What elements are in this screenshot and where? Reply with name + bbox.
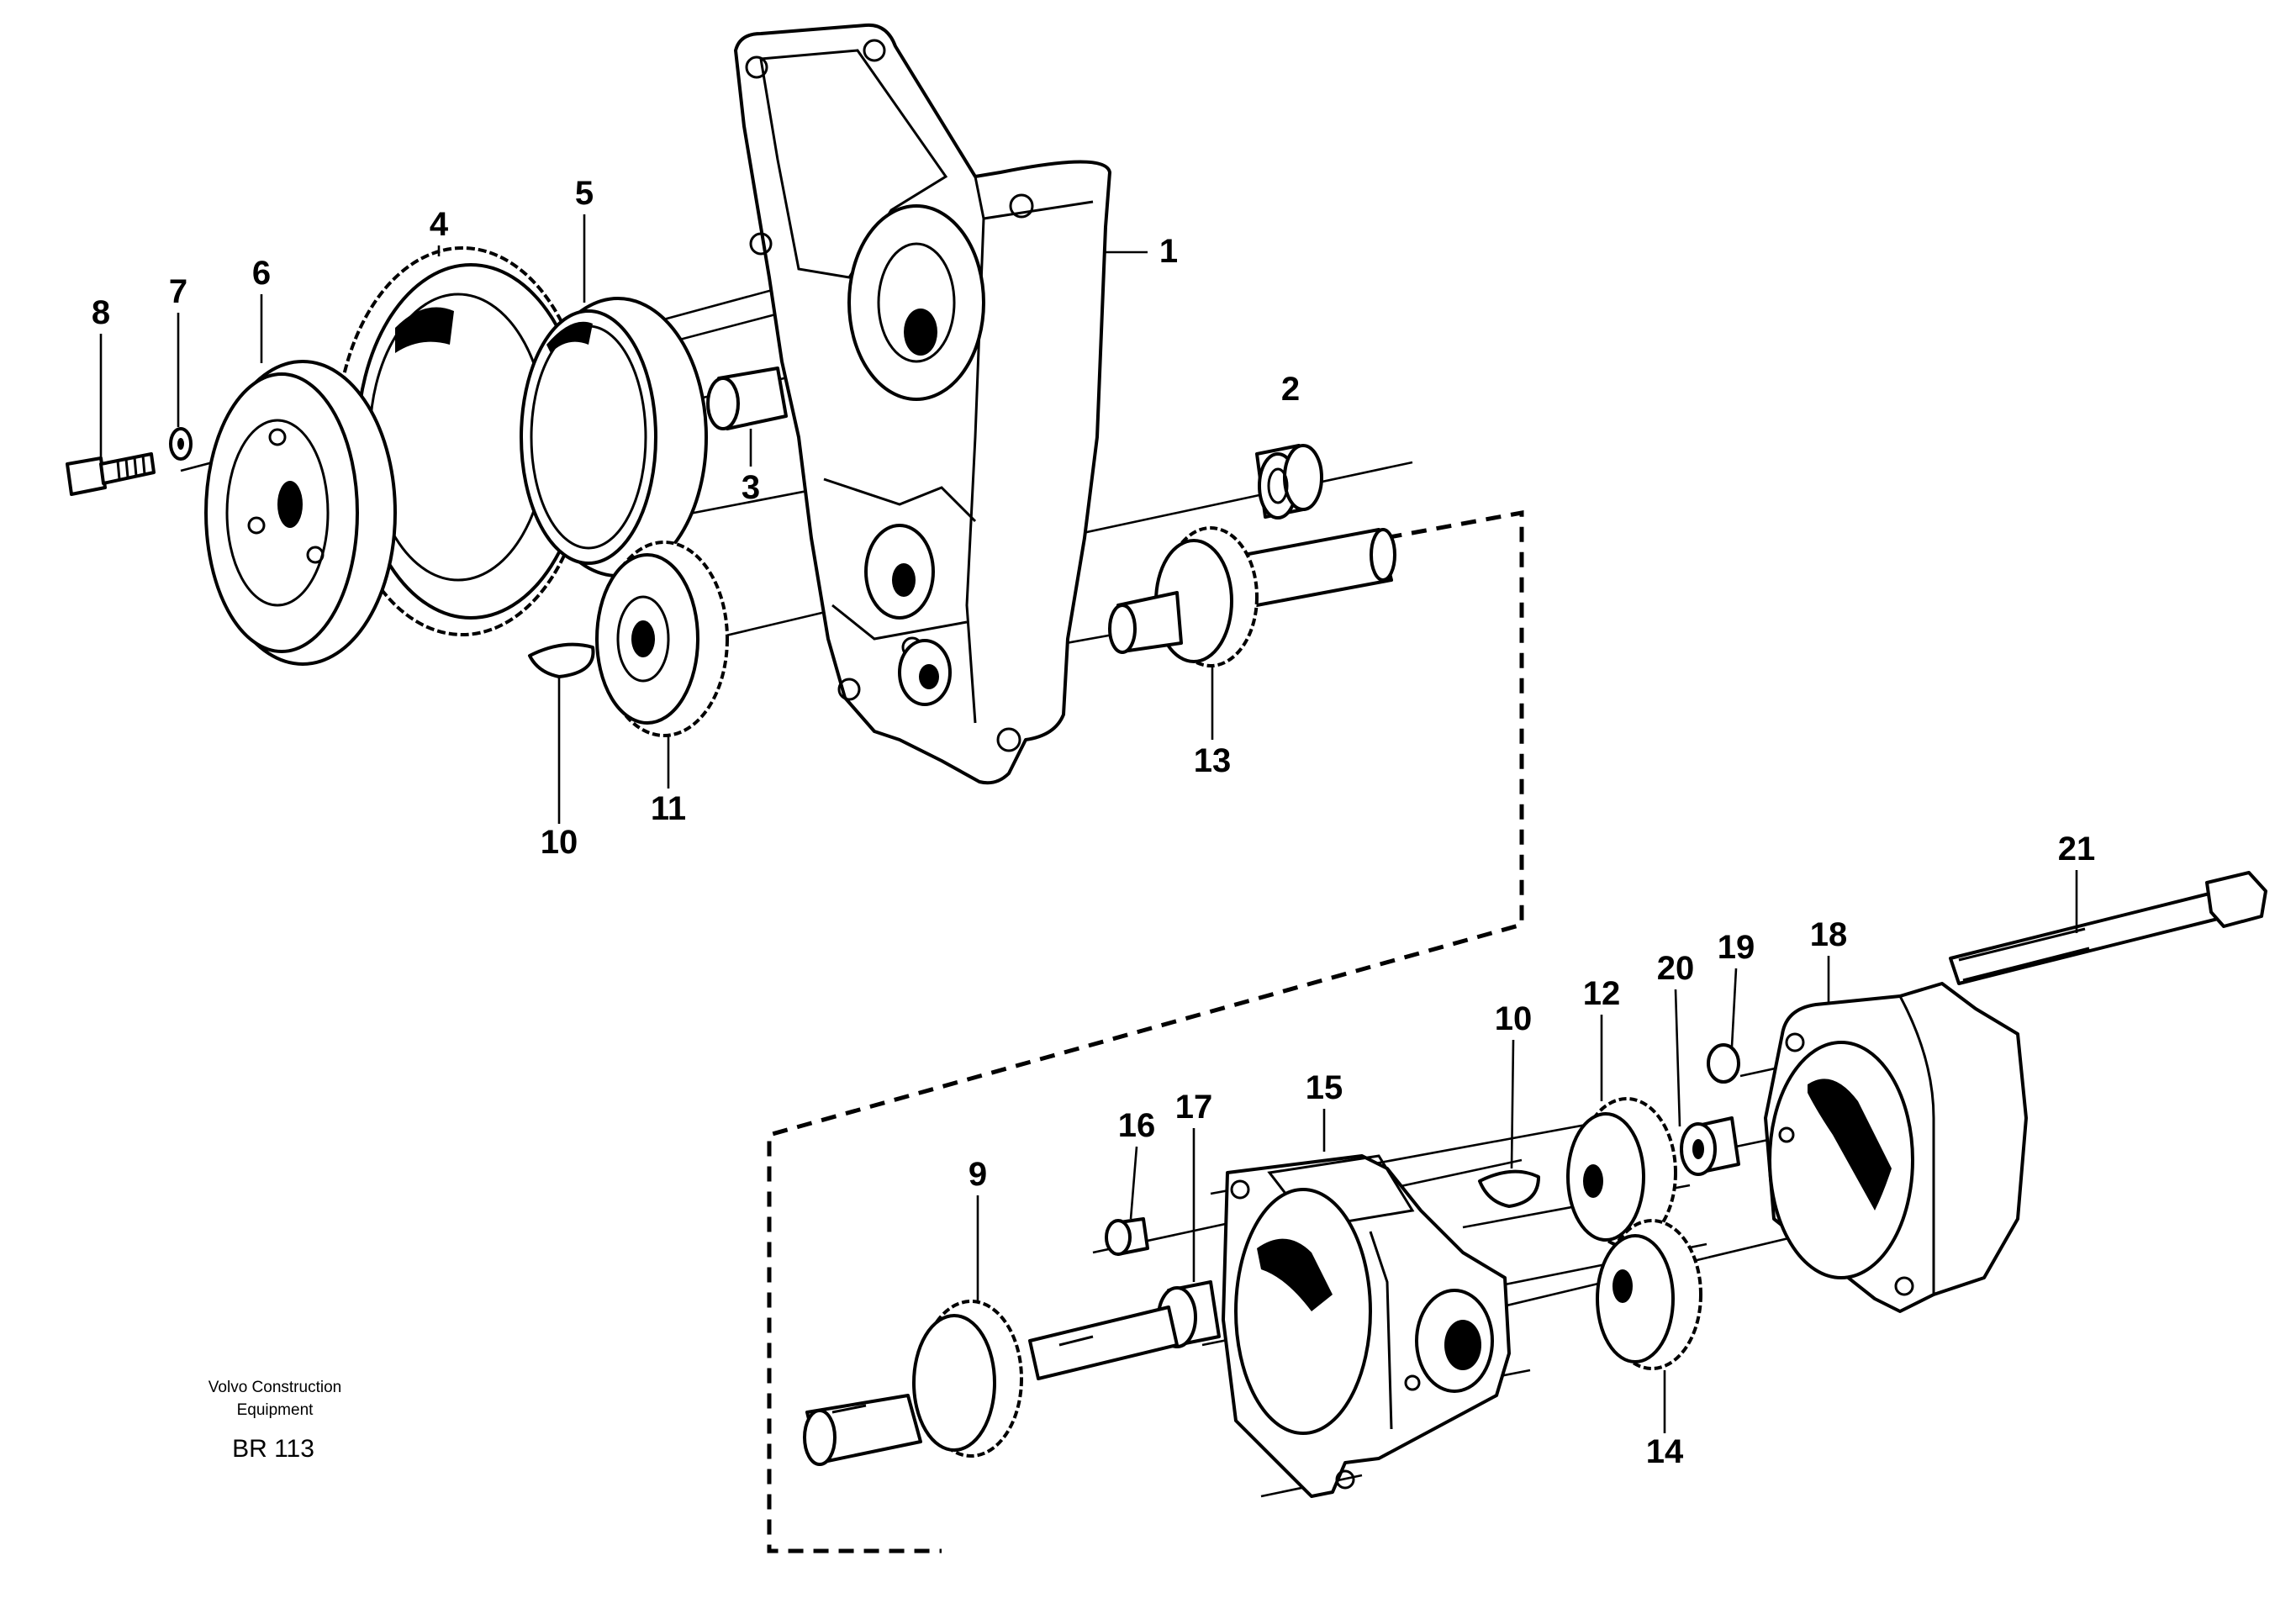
callout-2: 2 [1281,371,1300,408]
part-10-woodruff-key-lower [1478,1169,1540,1208]
callout-14: 14 [1646,1433,1684,1470]
part-15-pump-body [1222,1154,1511,1498]
part-7-washer [169,427,193,461]
brand-block: Volvo Construction Equipment BR 113 [208,1379,341,1463]
part-9-gear-shaft [803,1300,1179,1466]
callout-6: 6 [252,255,271,292]
part-20-bushing [1680,1116,1740,1176]
part-2-bushing [1255,444,1323,520]
dashed-connection-outline [767,509,1524,1553]
callout-18: 18 [1810,916,1848,953]
callout-16: 16 [1118,1107,1156,1144]
part-13-pinion-shaft [1108,526,1396,667]
callout-10-lower: 10 [1495,1000,1533,1037]
part-16-sleeve [1105,1217,1149,1256]
part-8-bolt [66,452,156,496]
callout-20: 20 [1657,950,1695,987]
part-18-pump-cover [1764,982,2028,1313]
part-21-long-bolt [1949,871,2267,985]
part-10-woodruff-key-upper [528,642,595,678]
part-4-ring-gear [335,246,590,636]
callout-10-upper: 10 [541,824,578,861]
callout-8: 8 [92,294,110,331]
part-12-idler-gear [1566,1097,1677,1248]
callout-4: 4 [430,206,449,243]
callout-13: 13 [1194,742,1232,779]
callout-3: 3 [742,469,760,506]
callout-7: 7 [169,273,187,310]
callout-12: 12 [1583,975,1621,1012]
callout-11: 11 [651,790,686,827]
part-5-bearing-ring [520,297,708,578]
part-3-dowel-pin [706,367,788,430]
callout-labels: 1 2 3 4 5 6 7 8 10 11 13 21 18 19 20 12 … [92,175,2095,1470]
callout-21: 21 [2058,831,2096,868]
part-6-pulley-hub [204,360,397,666]
callout-15: 15 [1306,1069,1343,1106]
callout-5: 5 [575,175,594,212]
part-19-bushing [1707,1043,1740,1084]
callout-19: 19 [1718,929,1755,966]
part-11-drive-gear [595,541,729,737]
part-14-driven-gear [1596,1219,1702,1370]
brand-name-line2: Equipment [237,1401,314,1419]
part-1-pump-housing [734,23,1111,785]
brand-name-line1: Volvo Construction [208,1379,341,1396]
drawing-code: BR 113 [232,1435,314,1463]
callout-9: 9 [969,1156,987,1193]
callout-17: 17 [1175,1089,1213,1126]
callout-1: 1 [1159,233,1178,270]
